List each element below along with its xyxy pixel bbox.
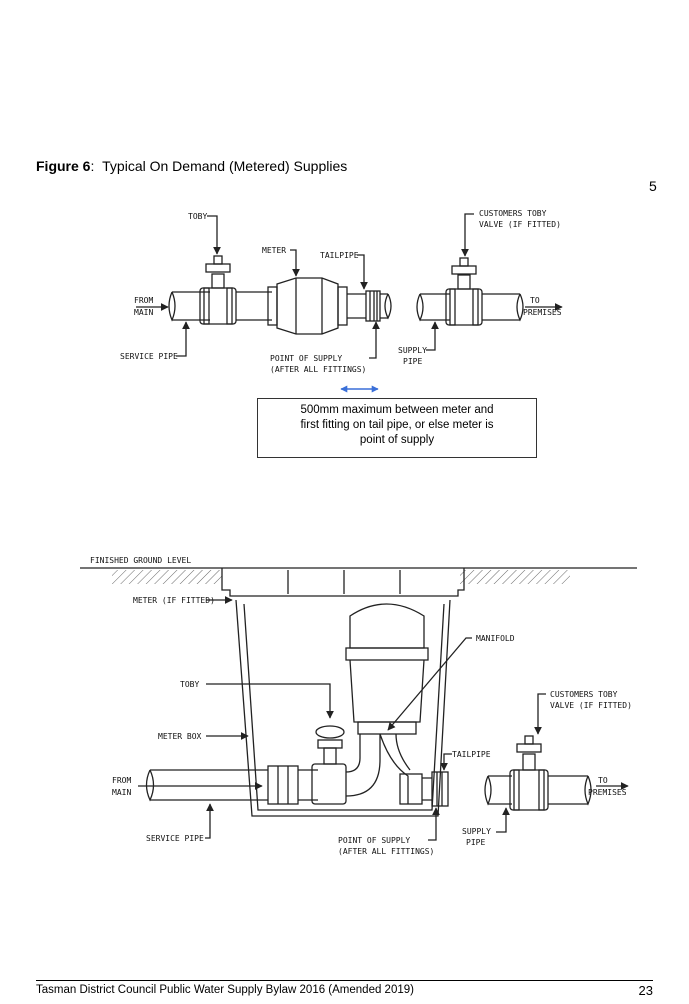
diagram-bottom-labels: FINISHED GROUND LEVEL METER (IF FITTED) … <box>90 556 632 856</box>
label-point-supply-b2: (AFTER ALL FITTINGS) <box>338 847 434 856</box>
label-from: FROM <box>134 296 153 305</box>
label-premises-bottom: PREMISES <box>588 788 627 797</box>
label-finished-ground: FINISHED GROUND LEVEL <box>90 556 191 565</box>
toby-valve-bottom <box>311 725 347 805</box>
label-meter: METER <box>262 246 286 255</box>
label-service-pipe-bottom: SERVICE PIPE <box>146 834 204 843</box>
meter-box-lid <box>221 568 465 597</box>
label-customers-toby-2: VALVE (IF FITTED) <box>479 220 561 229</box>
label-point-supply-1: POINT OF SUPPLY <box>270 354 342 363</box>
tailpipe-fitting <box>365 290 381 322</box>
label-meter-if-fitted: METER (IF FITTED) <box>133 596 215 605</box>
note-line-2: first fitting on tail pipe, or else mete… <box>300 419 494 431</box>
label-customers-toby-b1: CUSTOMERS TOBY <box>550 690 618 699</box>
figure-label: Figure 6 <box>36 158 91 174</box>
toby-valve-top <box>199 255 237 325</box>
manifold <box>345 603 429 735</box>
label-pipe-bottom: PIPE <box>466 838 485 847</box>
note-line-3: point of supply <box>359 434 435 446</box>
label-manifold: MANIFOLD <box>476 634 515 643</box>
note-line-1: 500mm maximum between meter and <box>300 404 494 416</box>
label-main-bottom: MAIN <box>112 788 131 797</box>
diagram-top <box>136 213 563 393</box>
page-number: 23 <box>638 983 653 998</box>
diagram-top-labels: TOBY METER TAILPIPE CUSTOMERS TOBY VALVE… <box>120 209 562 374</box>
label-customers-toby-b2: VALVE (IF FITTED) <box>550 701 632 710</box>
section-marker: 5 <box>649 178 657 194</box>
supply-pipe-right <box>416 257 524 326</box>
label-supply: SUPPLY <box>398 346 427 355</box>
meter-box <box>235 599 451 817</box>
label-point-supply-b1: POINT OF SUPPLY <box>338 836 410 845</box>
figure-title: Figure 6: Typical On Demand (Metered) Su… <box>36 158 347 174</box>
label-to: TO <box>530 296 540 305</box>
figure-sep: : <box>90 158 95 174</box>
label-supply-bottom: SUPPLY <box>462 827 491 836</box>
label-point-supply-2: (AFTER ALL FITTINGS) <box>270 365 366 374</box>
label-tailpipe: TAILPIPE <box>320 251 359 260</box>
label-tailpipe-bottom: TAILPIPE <box>452 750 491 759</box>
label-from-bottom: FROM <box>112 776 131 785</box>
label-toby-bottom: TOBY <box>180 680 199 689</box>
page-footer: Tasman District Council Public Water Sup… <box>36 980 653 998</box>
label-main: MAIN <box>134 308 153 317</box>
label-pipe: PIPE <box>403 357 422 366</box>
main-pipe-bottom <box>145 765 318 805</box>
note-box: 500mm maximum between meter and first fi… <box>257 398 537 458</box>
diagram-bottom <box>80 567 637 841</box>
label-customers-toby-1: CUSTOMERS TOBY <box>479 209 547 218</box>
meter-top <box>267 277 348 335</box>
label-service-pipe: SERVICE PIPE <box>120 352 178 361</box>
customer-valve-bottom <box>484 735 592 811</box>
footer-text: Tasman District Council Public Water Sup… <box>36 984 414 996</box>
label-to-bottom: TO <box>598 776 608 785</box>
label-premises: PREMISES <box>523 308 562 317</box>
label-meter-box: METER BOX <box>158 732 202 741</box>
figure-caption: Typical On Demand (Metered) Supplies <box>102 158 348 174</box>
label-toby: TOBY <box>188 212 207 221</box>
